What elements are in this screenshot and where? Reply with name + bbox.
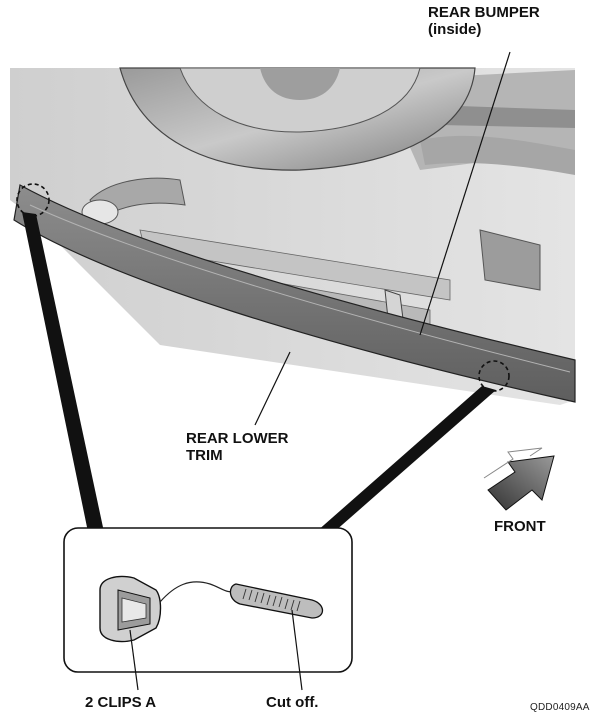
figure-code: QDD0409AA (530, 702, 590, 713)
clips-leader (129, 629, 139, 691)
rear-bumper-label-line2: (inside) (428, 21, 482, 38)
front-label: FRONT (494, 518, 546, 535)
clip-a-icon (99, 575, 162, 643)
clip-tether (159, 581, 237, 603)
cut-off-label: Cut off. (266, 694, 319, 711)
front-arrow-icon (483, 447, 555, 511)
underbody-illustration (10, 67, 575, 405)
rear-lower-trim-label-line2: TRIM (186, 447, 223, 464)
clips-label: 2 CLIPS A (85, 694, 157, 711)
rear-lower-trim-leader (254, 351, 291, 426)
rear-lower-trim-panel (13, 184, 576, 403)
rear-bumper-label-line1: REAR BUMPER (428, 4, 540, 21)
rear-bumper-leader (419, 51, 511, 336)
rear-lower-trim-label-line1: REAR LOWER (186, 430, 289, 447)
zoom-wedge-right (316, 386, 496, 532)
rear-bumper-label: REAR BUMPER (inside) (428, 4, 540, 38)
cut-off-strip-icon (229, 583, 324, 619)
rear-lower-trim-label: REAR LOWER TRIM (186, 430, 289, 464)
cut-off-leader (291, 609, 303, 691)
zoom-wedge-left (22, 212, 104, 532)
